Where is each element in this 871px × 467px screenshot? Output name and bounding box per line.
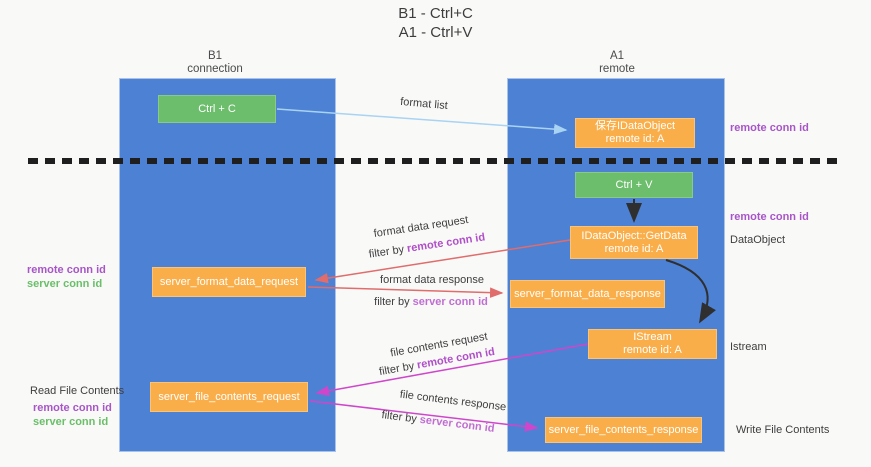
server-conn-id-text: server conn id (419, 413, 496, 435)
remote-conn-id-left-top-label: remote conn id (27, 264, 106, 276)
title-line-2: A1 - Ctrl+V (398, 24, 473, 41)
getdata-box: IDataObject::GetData remote id: A (570, 226, 698, 259)
server-conn-id-left-bottom-label: server conn id (33, 416, 109, 428)
ctrl-v-label: Ctrl + V (615, 178, 653, 191)
write-file-contents-label: Write File Contents (736, 424, 830, 436)
server-file-contents-response-box: server_file_contents_response (545, 417, 702, 443)
filter-by-text: filter by (374, 296, 413, 308)
save-idataobject-line2: remote id: A (605, 133, 665, 145)
filter-by-text: filter by (378, 359, 419, 379)
remote-conn-id-right-top-label: remote conn id (730, 122, 809, 134)
server-format-data-response-box: server_format_data_response (510, 280, 665, 308)
getdata-line1: IDataObject::GetData (581, 229, 687, 242)
lane-b1-role: connection (187, 63, 243, 75)
istream-side-label: Istream (730, 341, 767, 353)
remote-conn-id-text: remote conn id (406, 231, 486, 255)
server-format-data-request-label: server_format_data_request (159, 275, 299, 288)
lane-a1-role: remote (599, 63, 635, 75)
dataobject-label: DataObject (730, 234, 786, 246)
istream-line2: remote id: A (623, 344, 682, 356)
server-file-contents-request-box: server_file_contents_request (150, 382, 308, 412)
istream-box: IStream remote id: A (588, 329, 717, 359)
format-data-response-filter-label: filter by server conn id (356, 296, 506, 308)
ctrl-c-label: Ctrl + C (198, 102, 236, 115)
format-data-response-label: format data response (380, 274, 484, 286)
lane-header-a1: A1 remote (557, 50, 677, 76)
save-idataobject-line1: 保存IDataObject (594, 120, 676, 132)
format-data-response-arrow (307, 286, 504, 298)
server-conn-id-left-top-label: server conn id (27, 278, 103, 290)
server-format-data-request-box: server_format_data_request (152, 267, 306, 297)
server-format-data-response-label: server_format_data_response (514, 287, 661, 300)
getdata-line2: remote id: A (604, 242, 664, 255)
server-file-contents-request-label: server_file_contents_request (158, 390, 300, 403)
server-conn-id-text: server conn id (412, 296, 488, 308)
diagram-title: B1 - Ctrl+C A1 - Ctrl+V (0, 4, 871, 42)
remote-conn-id-right-mid-label: remote conn id (730, 211, 809, 223)
server-file-contents-response-label: server_file_contents_response (548, 423, 699, 436)
filter-by-text: filter by (380, 409, 421, 426)
filter-by-text: filter by (368, 243, 408, 261)
ctrl-v-box: Ctrl + V (575, 172, 693, 198)
lane-b1-name: B1 (207, 50, 223, 62)
format-list-label: format list (399, 95, 449, 113)
title-line-1: B1 - Ctrl+C (398, 5, 473, 22)
save-idataobject-box: 保存IDataObject remote id: A (575, 118, 695, 148)
read-file-contents-label: Read File Contents (30, 385, 125, 397)
istream-line1: IStream (633, 331, 672, 343)
remote-conn-id-left-bottom-label: remote conn id (33, 402, 112, 414)
lane-a1-name: A1 (609, 50, 625, 62)
ctrl-c-box: Ctrl + C (158, 95, 276, 123)
lane-header-b1: B1 connection (155, 50, 275, 76)
